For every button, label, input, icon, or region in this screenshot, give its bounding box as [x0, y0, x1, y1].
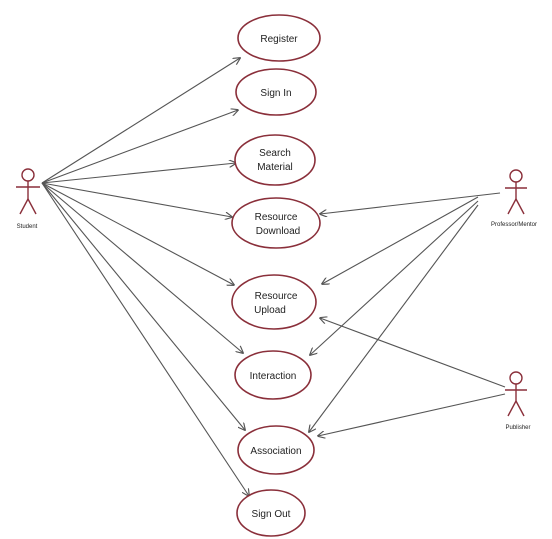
- edge-professor-interaction: [310, 200, 479, 355]
- use-case-search-material[interactable]: Search Material: [234, 134, 316, 186]
- use-case-resource-upload[interactable]: Resource Upload: [231, 274, 317, 330]
- edge-student-search: [41, 163, 236, 184]
- student-associations: [41, 58, 249, 496]
- use-case-resource-download-shape: [231, 197, 321, 249]
- publisher-associations: [318, 318, 506, 436]
- edge-student-signin: [41, 110, 238, 184]
- use-case-register[interactable]: Register: [237, 14, 321, 62]
- actor-publisher-label: Publisher: [505, 425, 530, 431]
- actor-professor-label: Professor/Mentor: [491, 222, 537, 228]
- actor-publisher[interactable]: Publisher: [505, 371, 531, 431]
- use-case-interaction[interactable]: Interaction: [234, 350, 312, 400]
- edge-student-association: [41, 182, 245, 430]
- edge-student-signout: [41, 182, 249, 496]
- use-case-signin-label: Sign In: [260, 88, 291, 99]
- use-case-signin[interactable]: Sign In: [235, 68, 317, 116]
- edge-student-upload: [41, 182, 234, 285]
- use-case-association-label: Association: [250, 446, 301, 457]
- use-case-search-material-label-line2: Material: [257, 162, 293, 173]
- use-case-interaction-label: Interaction: [250, 371, 297, 382]
- use-case-resource-upload-label-line1: Resource: [255, 291, 298, 302]
- actor-student-label: Student: [17, 224, 38, 230]
- use-case-association[interactable]: Association: [237, 425, 315, 475]
- use-case-resource-download-label-line1: Resource: [255, 212, 298, 223]
- professor-stick-figure-icon: [505, 169, 527, 215]
- edge-professor-association: [309, 204, 479, 432]
- use-case-register-label: Register: [260, 34, 298, 45]
- use-case-resource-download-label-line2: Download: [256, 226, 300, 237]
- use-case-register-shape: [237, 14, 321, 62]
- edge-student-download: [41, 182, 232, 217]
- use-case-search-material-label-line1: Search: [259, 148, 291, 159]
- use-case-resource-upload-shape: [231, 274, 317, 330]
- publisher-stick-figure-icon: [505, 371, 527, 417]
- student-stick-figure-icon: [16, 168, 40, 215]
- edge-publisher-upload: [320, 318, 506, 388]
- use-case-interaction-shape: [234, 350, 312, 400]
- edge-professor-upload: [322, 196, 479, 284]
- actor-student[interactable]: Student: [16, 168, 40, 230]
- professor-associations: [309, 192, 501, 432]
- actor-professor-mentor[interactable]: Professor/Mentor: [491, 169, 537, 228]
- use-case-signout-shape: [236, 489, 306, 537]
- edge-publisher-association: [318, 393, 506, 436]
- use-case-resource-upload-label-line2: Upload: [254, 305, 286, 316]
- use-case-search-material-shape: [234, 134, 316, 186]
- edge-professor-download: [320, 192, 501, 214]
- use-case-signout-label: Sign Out: [252, 509, 291, 520]
- use-case-resource-download[interactable]: Resource Download: [231, 197, 321, 249]
- use-case-signout[interactable]: Sign Out: [236, 489, 306, 537]
- use-case-association-shape: [237, 425, 315, 475]
- use-case-signin-shape: [235, 68, 317, 116]
- edge-student-register: [41, 58, 240, 184]
- edge-student-interaction: [41, 182, 243, 353]
